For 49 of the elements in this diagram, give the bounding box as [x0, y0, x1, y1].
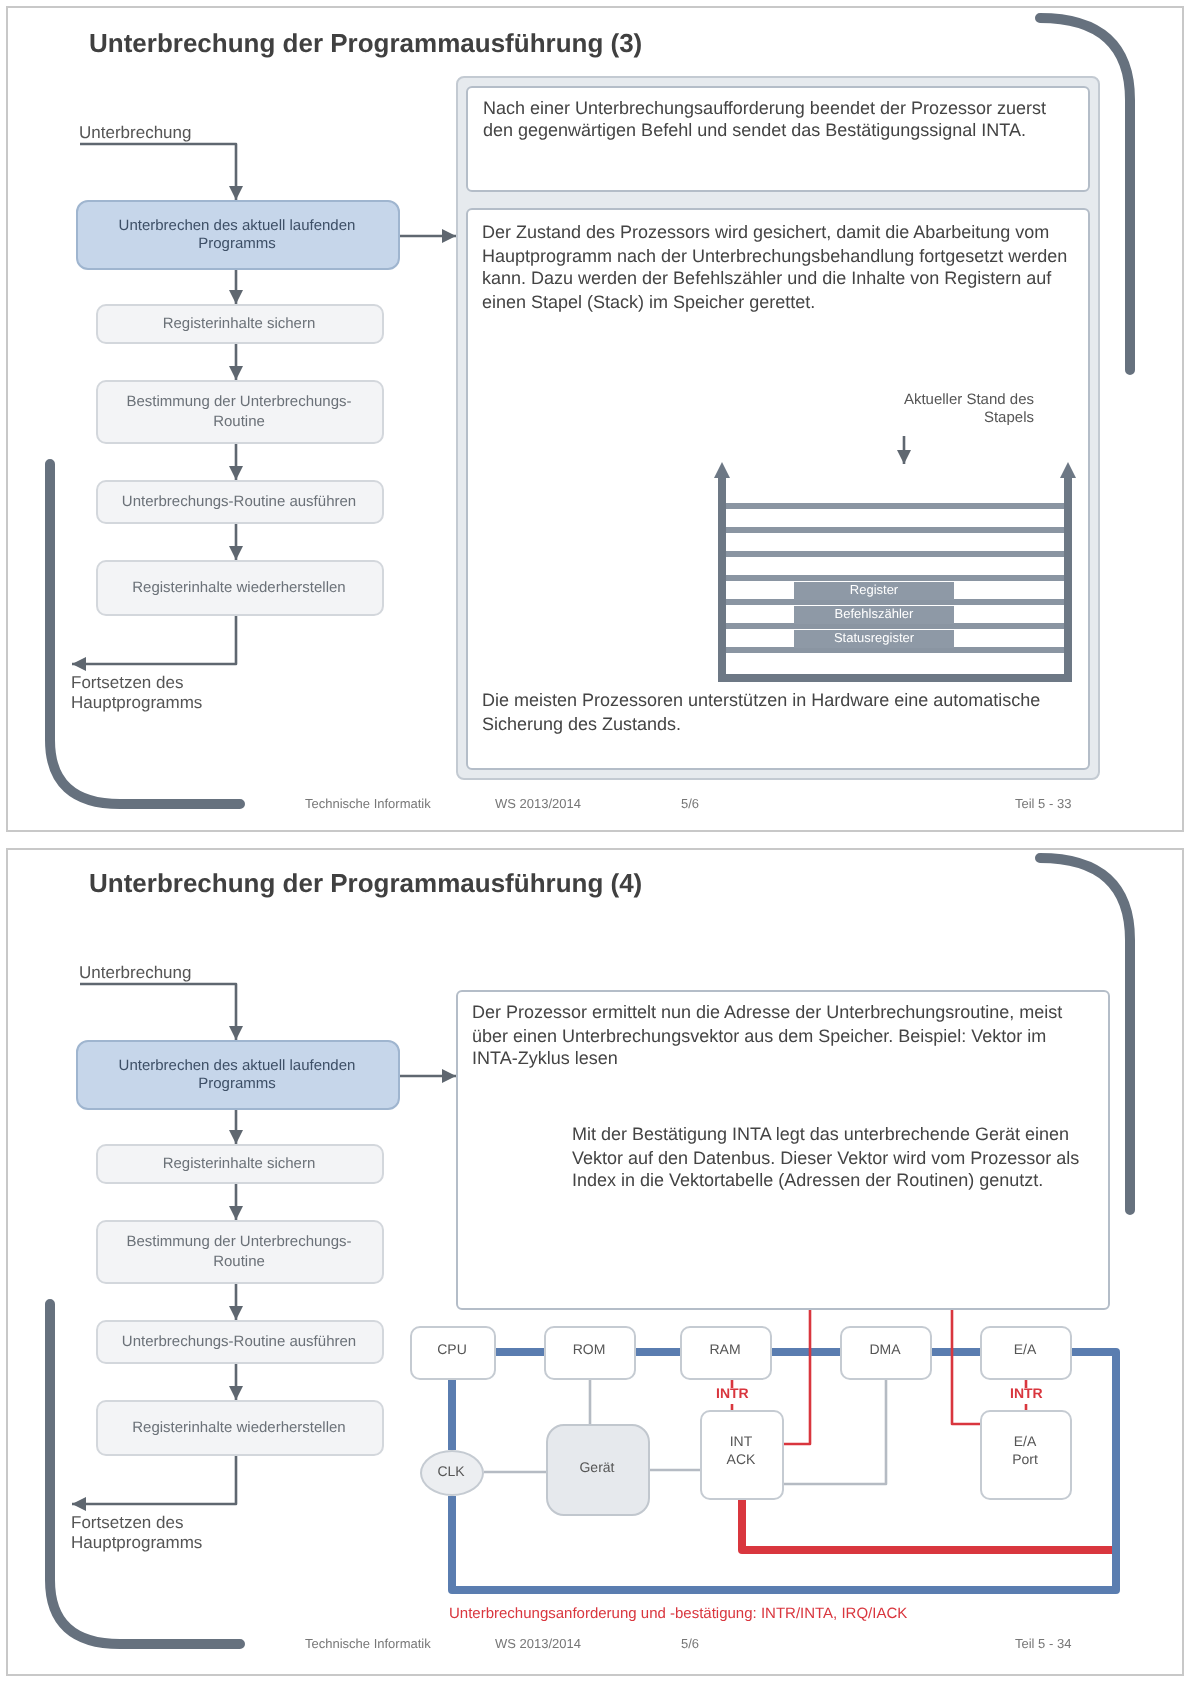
arrow	[400, 1069, 456, 1083]
start-label: Unterbrechung	[79, 959, 192, 983]
arrow	[229, 1364, 243, 1400]
connector-line	[496, 1348, 544, 1356]
connector-line	[484, 1470, 546, 1474]
connector-line	[784, 1310, 812, 1446]
arrow	[229, 1110, 243, 1144]
component-box	[699, 1409, 783, 1499]
arrow	[897, 436, 911, 464]
arrow	[229, 1184, 243, 1220]
connector-line	[784, 1380, 888, 1486]
arrow	[72, 616, 238, 671]
arrow	[80, 142, 243, 200]
connector-line	[588, 1380, 592, 1424]
stack-drawing	[714, 462, 1076, 682]
arrow	[229, 444, 243, 480]
slide-title: Unterbrechung der Programmausführung (4)	[89, 867, 643, 897]
connector-line	[1024, 1380, 1028, 1410]
arrow	[229, 270, 243, 304]
start-label: Unterbrechung	[79, 119, 192, 143]
slide-title: Unterbrechung der Programmausführung (3)	[89, 27, 643, 57]
text-box: Nach einer Unterbrechungsaufforderung beendet der Prozessor zuerst den gegenwärtigen Befehl und sendet das Bestätigungssignal INTA.	[465, 85, 1089, 191]
connector-line	[730, 1380, 734, 1410]
component-box	[979, 1409, 1071, 1499]
arrow	[72, 1456, 238, 1511]
connector-line	[772, 1348, 840, 1356]
connector-line	[448, 1348, 1120, 1594]
arrow	[80, 982, 243, 1040]
end-label: Fortsetzen des Hauptprogramms	[71, 663, 215, 714]
paragraph: Mit der Bestätigung INTA legt das unterbrechende Gerät einen Vektor auf den Datenbus. Dieser Vektor wird vom Prozessor als Index in die Vektortabelle (Adressen der Routinen) genutzt.	[572, 1124, 1082, 1195]
end-label: Fortsetzen des Hauptprogramms	[71, 1503, 215, 1554]
connector-line	[636, 1348, 680, 1356]
arrow	[229, 344, 243, 380]
paragraph: Der Zustand des Prozessors wird gesichert, damit die Abarbeitung vom Hauptprogramm nach der Unterbrechungsbehandlung fortgesetzt werden kann. Dazu werden der Befehlszähler und die Inhalte von Registern auf einen Stapel (Stack) im Speicher gerettet.	[482, 222, 1070, 316]
text-box	[455, 989, 1109, 1309]
slide-frame	[6, 6, 1184, 832]
slide-frame	[6, 848, 1184, 1676]
connector-line	[932, 1348, 980, 1356]
text-panel	[455, 75, 1099, 779]
connector-line	[650, 1468, 700, 1472]
text-box	[465, 207, 1089, 769]
connector-line	[950, 1310, 980, 1426]
arrow	[229, 1284, 243, 1320]
arrow	[400, 229, 456, 243]
arrow	[229, 524, 243, 560]
paragraph: Der Prozessor ermittelt nun die Adresse der Unterbrechungsroutine, meist über einen Unterbrechungsvektor aus dem Speicher. Beispiel: Vektor im INTA-Zyklus lesen	[472, 1002, 1065, 1073]
connector-line	[448, 1380, 456, 1450]
connector-line	[738, 1500, 1112, 1554]
paragraph: Die meisten Prozessoren unterstützen in Hardware eine automatische Sicherung des Zustands.	[482, 690, 1043, 737]
